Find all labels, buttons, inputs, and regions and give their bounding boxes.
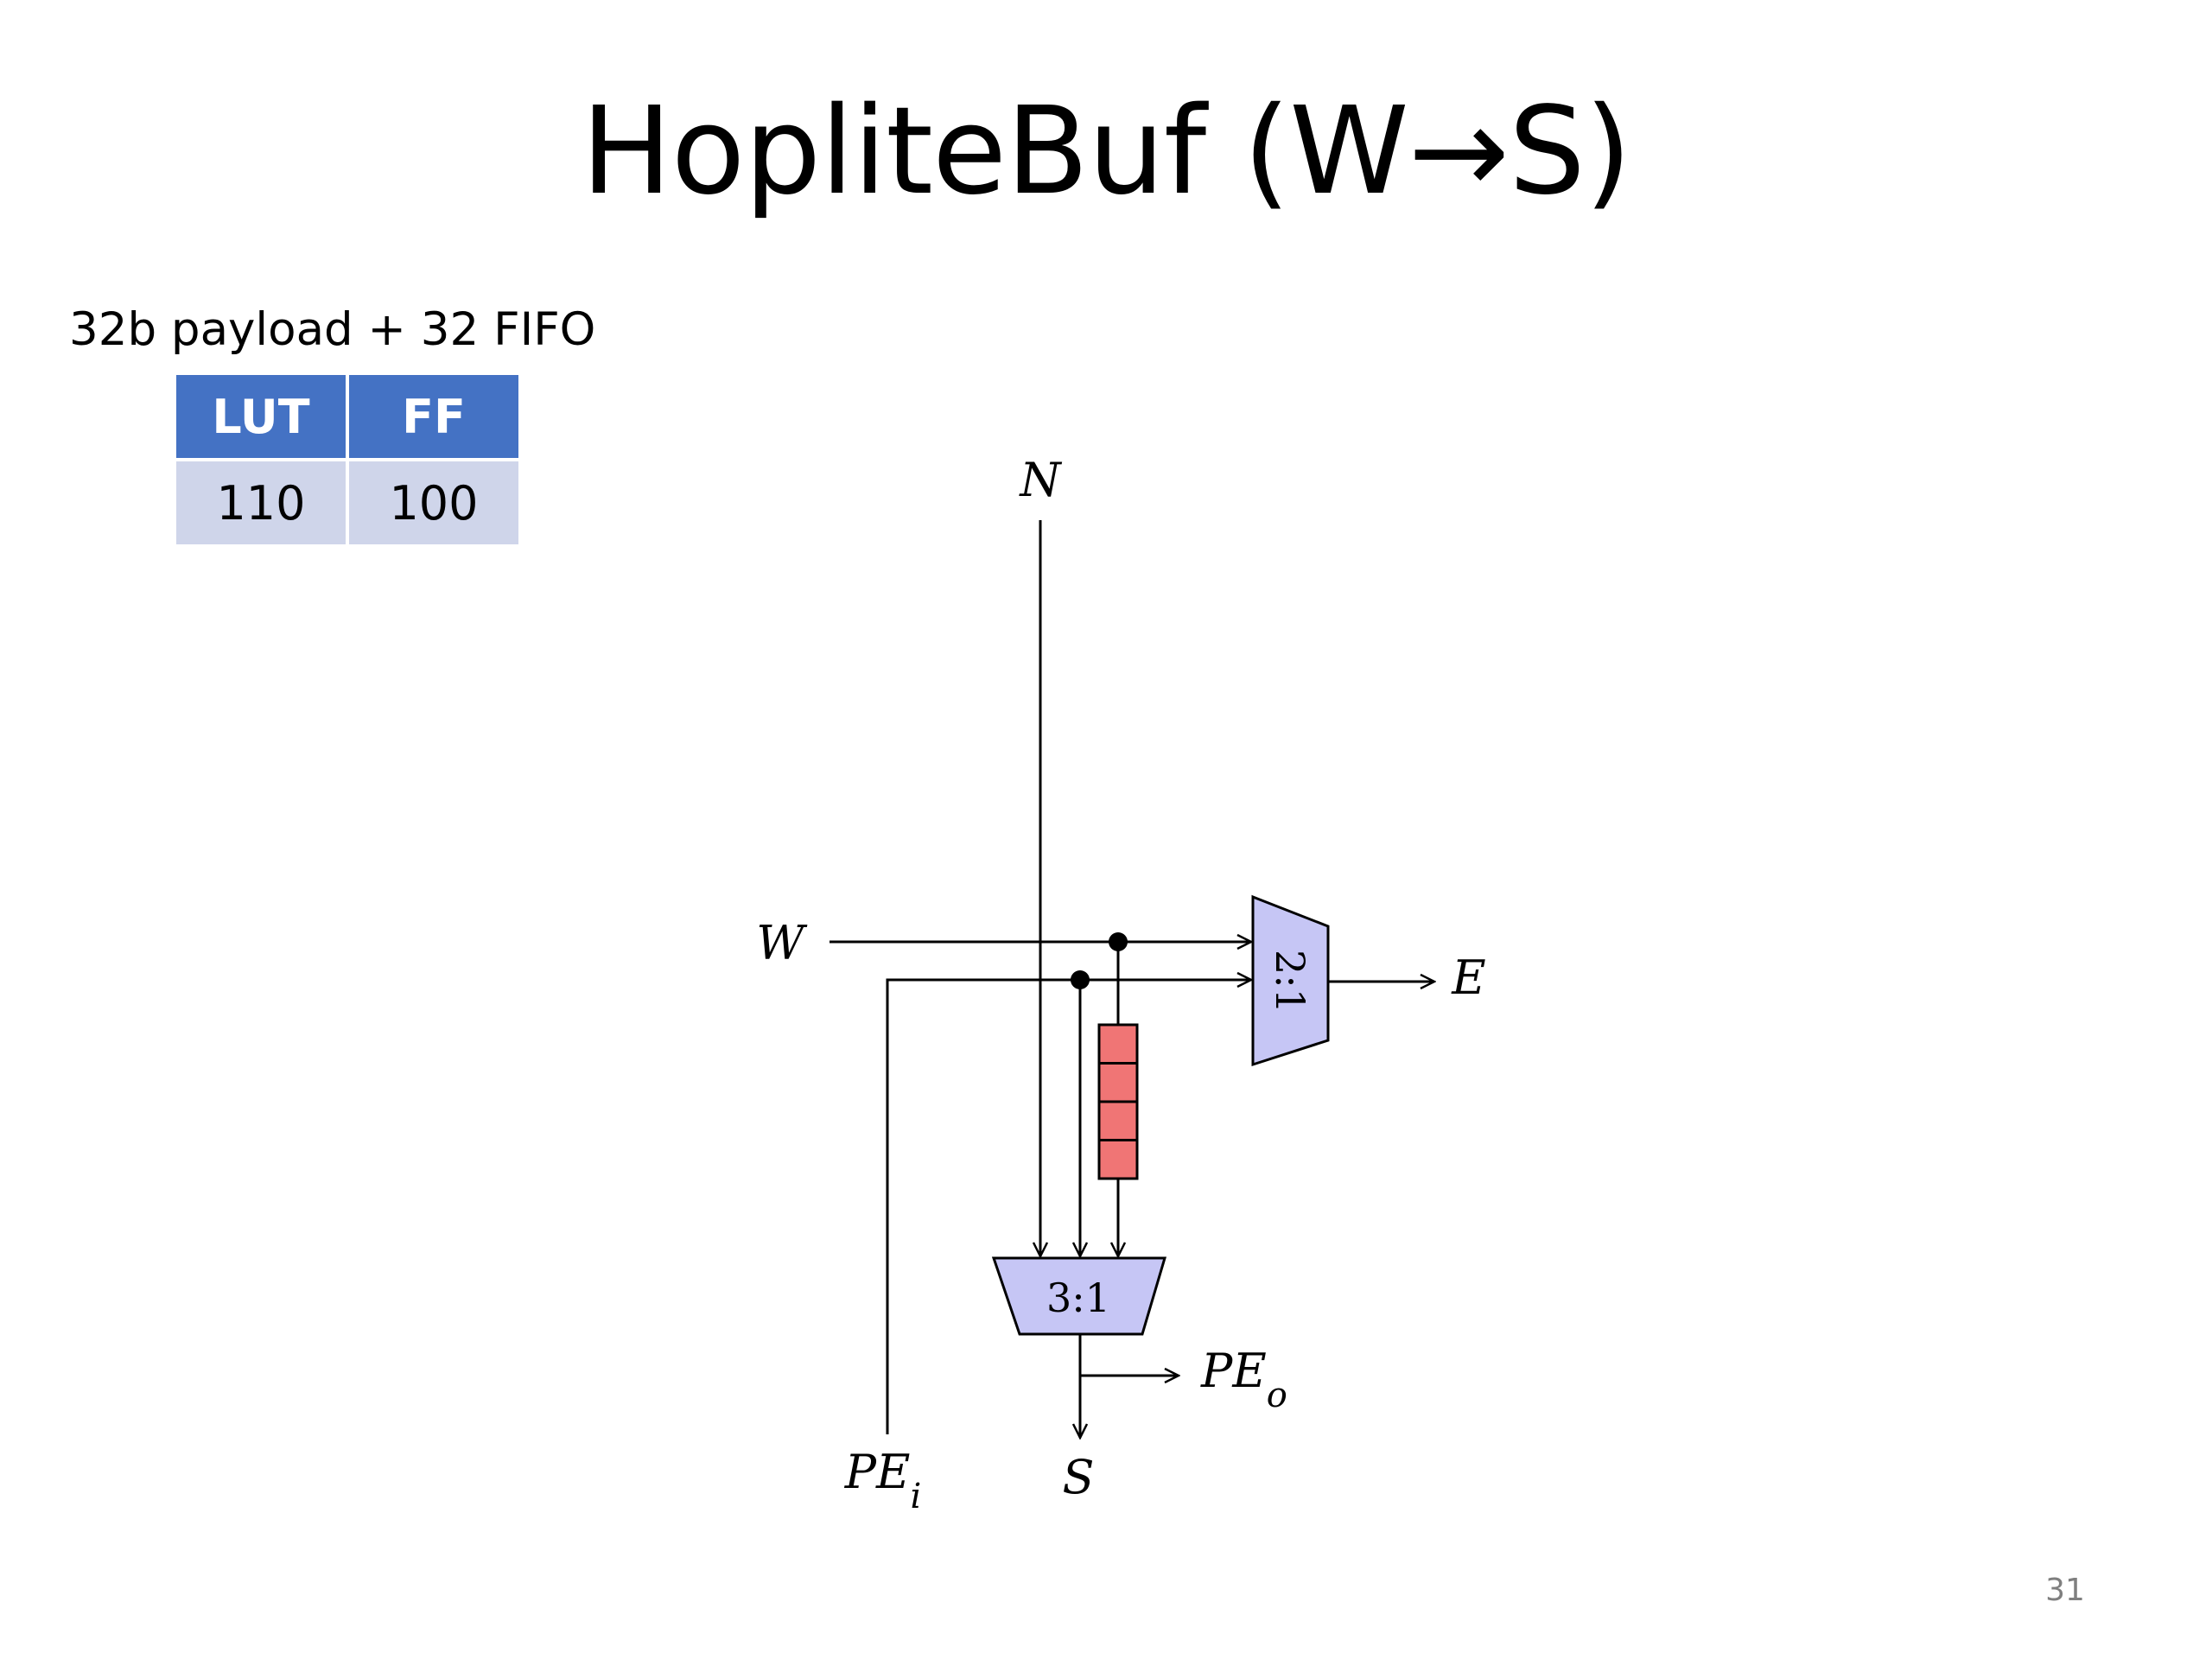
pe-in-text: PE: [844, 1445, 911, 1499]
mux-2to1-label: 2:1: [1267, 950, 1313, 1014]
table-row: 110 100: [176, 461, 518, 544]
table-header-row: LUT FF: [176, 375, 518, 458]
table-header-ff: FF: [349, 375, 518, 458]
table-cell-lut: 110: [176, 461, 346, 544]
mux-3to1: 3:1: [991, 1256, 1167, 1336]
fifo-buffer: [1097, 1023, 1139, 1180]
port-label-south: S: [1063, 1450, 1095, 1504]
page-number: 31: [2045, 1573, 2085, 1608]
table-header-lut: LUT: [176, 375, 346, 458]
pe-out-text-subscript: o: [1267, 1376, 1287, 1415]
pe-in-text-subscript: i: [910, 1477, 921, 1516]
port-label-north: N: [1018, 453, 1062, 507]
mux-2to1: 2:1: [1251, 894, 1330, 1067]
port-label-pe-in: PEi: [844, 1445, 922, 1516]
port-label-east: E: [1451, 950, 1485, 1005]
slide-title: HopliteBuf (W→S): [581, 81, 1631, 222]
port-label-west: W: [756, 916, 808, 970]
wire-pe-in: [886, 980, 1251, 1434]
table-cell-ff: 100: [349, 461, 518, 544]
payload-caption: 32b payload + 32 FIFO: [69, 303, 596, 356]
resource-table: LUT FF 110 100: [173, 372, 522, 548]
mux-3to1-label: 3:1: [1046, 1274, 1110, 1321]
port-label-pe-out: PEo: [1200, 1344, 1287, 1415]
pe-out-text: PE: [1200, 1344, 1267, 1398]
